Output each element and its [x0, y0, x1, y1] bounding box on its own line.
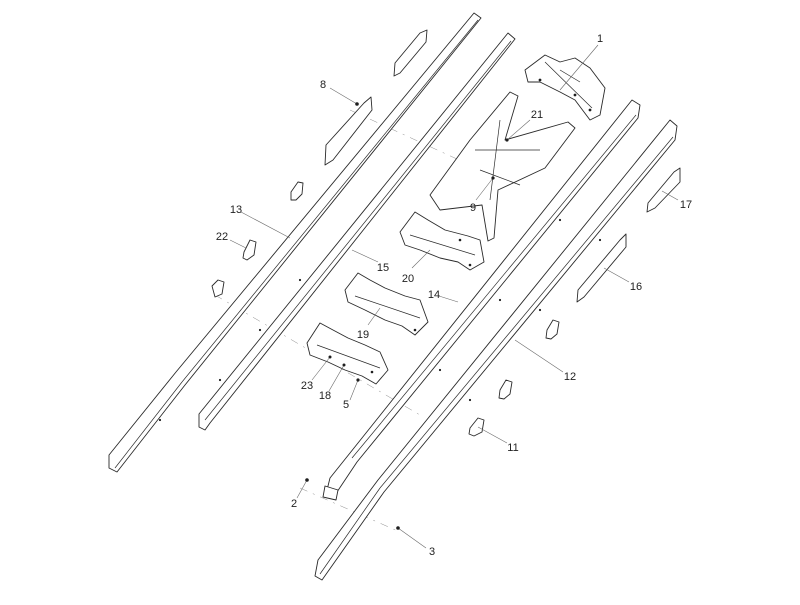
callout-17: 17: [680, 199, 692, 211]
part-18-crossmember: [306, 322, 389, 385]
callout-3: 3: [429, 546, 435, 558]
leader-lines: [229, 44, 679, 549]
callout-2: 2: [291, 498, 297, 510]
callout-12: 12: [564, 371, 576, 383]
callout-18: 18: [319, 390, 331, 402]
callout-1: 1: [597, 33, 603, 45]
callout-15: 15: [377, 262, 389, 274]
callout-labels: 1 2 3 5 8 9 11 12 13 14 15 16 17 18 19 2…: [216, 33, 692, 558]
small-brackets: [211, 181, 560, 437]
part-13-left-outer-rail: [108, 12, 482, 473]
assembly-axes: [214, 109, 471, 533]
part-1-front-crossmember: [524, 54, 606, 121]
part-12-right-outer-rail: [314, 119, 678, 581]
callout-14: 14: [428, 289, 440, 301]
bolt-dots: [158, 78, 602, 530]
part-19-crossmember: [344, 272, 429, 336]
callout-13: 13: [230, 204, 242, 216]
part-16-side-panel: [576, 233, 627, 303]
callout-11: 11: [507, 442, 518, 454]
callout-19: 19: [357, 329, 369, 341]
part-8-side-panel: [324, 96, 373, 166]
part-2-end-tab: [322, 485, 339, 501]
callout-22: 22: [216, 231, 228, 243]
callout-8: 8: [320, 79, 326, 91]
callout-21: 21: [531, 109, 543, 121]
part-9-x-crossmember: [429, 91, 576, 242]
callout-23: 23: [301, 380, 313, 392]
callout-16: 16: [630, 281, 642, 293]
upper-side-bracket: [393, 29, 428, 77]
part-15-left-inner-rail: [198, 32, 516, 431]
part-17-side-panel: [646, 167, 681, 213]
callout-20: 20: [402, 273, 414, 285]
part-20-crossmember: [399, 211, 485, 271]
callout-5: 5: [343, 399, 349, 411]
callout-9: 9: [470, 202, 476, 214]
